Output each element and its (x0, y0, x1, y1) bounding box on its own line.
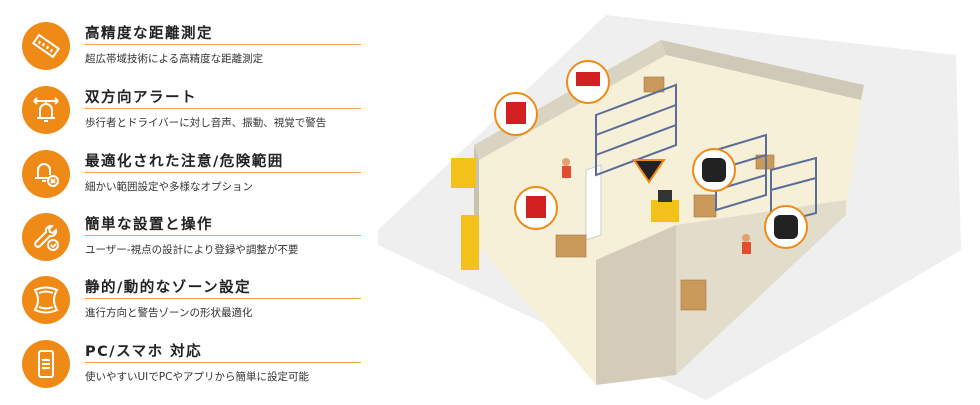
divider (85, 298, 361, 299)
feature-title: 高精度な距離測定 (85, 26, 213, 42)
feature-alert: 双方向アラート 歩行者とドライバーに対し音声、振動、視覚で警告 (22, 86, 364, 146)
feature-title: PC/スマホ 対応 (85, 344, 203, 360)
zone-shape-icon (22, 276, 70, 324)
feature-title: 静的/動的なゾーン設定 (85, 280, 252, 296)
front-wall (596, 225, 676, 385)
feature-subtitle: ユーザー-視点の設計により登録や調整が不要 (85, 244, 299, 256)
feature-title: 双方向アラート (85, 90, 197, 106)
forklift-icon (451, 158, 679, 270)
divider (85, 172, 361, 173)
boxes (555, 76, 775, 311)
feature-distance: 高精度な距離測定 超広帯域技術による高精度な距離測定 (22, 22, 364, 82)
wrench-check-icon (22, 213, 70, 261)
smartphone-settings-icon (22, 340, 70, 388)
device-callouts (494, 60, 808, 249)
divider (85, 362, 361, 363)
feature-pc-smartphone: PC/スマホ 対応 使いやすいUIでPCやアプリから簡単に設定可能 (22, 340, 364, 400)
bell-cancel-icon (22, 150, 70, 198)
ruler-icon (22, 22, 70, 70)
divider (85, 235, 361, 236)
feature-subtitle: 進行方向と警告ゾーンの形状最適化 (85, 307, 253, 319)
feature-zone: 静的/動的なゾーン設定 進行方向と警告ゾーンの形状最適化 (22, 276, 364, 336)
feature-subtitle: 超広帯域技術による高精度な距離測定 (85, 53, 264, 65)
bell-arrows-icon (22, 86, 70, 134)
feature-range: 最適化された注意/危険範囲 細かい範囲設定や多様なオプション (22, 150, 364, 210)
feature-subtitle: 細かい範囲設定や多様なオプション (85, 181, 253, 193)
worker-icon (562, 158, 751, 254)
feature-subtitle: 歩行者とドライバーに対し音声、振動、視覚で警告 (85, 117, 327, 129)
warehouse-illustration (378, 15, 961, 400)
feature-setup: 簡単な設置と操作 ユーザー-視点の設計により登録や調整が不要 (22, 213, 364, 273)
divider (85, 108, 361, 109)
feature-title: 最適化された注意/危険範囲 (85, 154, 284, 170)
feature-title: 簡単な設置と操作 (85, 217, 213, 233)
feature-subtitle: 使いやすいUIでPCやアプリから簡単に設定可能 (85, 371, 309, 383)
divider (85, 44, 361, 45)
